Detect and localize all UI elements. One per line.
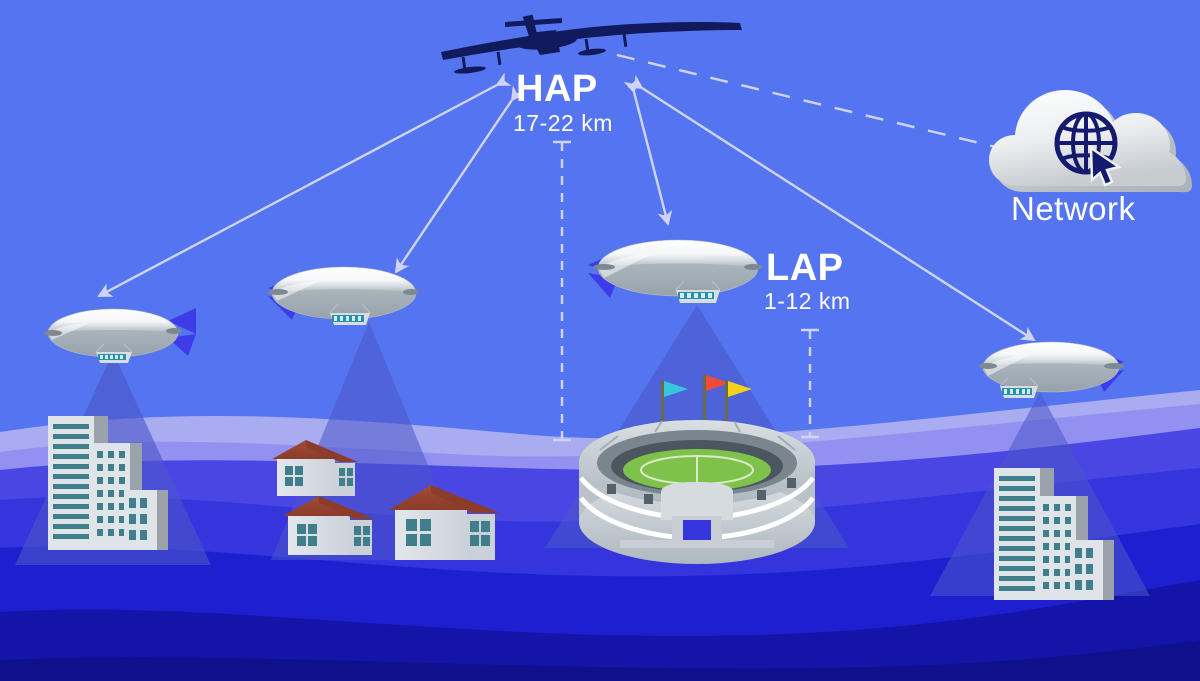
airship-gondola	[999, 377, 1039, 398]
hap-solar-plane	[441, 14, 742, 74]
house-2	[283, 496, 375, 555]
link-arrows	[97, 53, 1036, 342]
airship-fin	[168, 308, 196, 334]
stadium-flags	[661, 374, 752, 430]
flag-red	[706, 375, 730, 391]
cursor-arrow-icon	[1089, 145, 1123, 187]
band-navy	[0, 580, 1200, 681]
band-navy-deep	[0, 640, 1200, 681]
altitude-marker-hap	[553, 140, 571, 442]
flag-cyan	[664, 381, 688, 397]
house-1	[272, 440, 358, 496]
city-left	[48, 416, 168, 550]
lap-airship-2	[268, 266, 419, 325]
lap-airship-4	[979, 341, 1124, 398]
airship-gondola	[329, 303, 371, 325]
link-hap-lap4	[627, 74, 1036, 342]
lap-airship-3	[588, 239, 762, 303]
globe-cursor-icon	[1054, 111, 1123, 187]
lap-airship-1	[44, 308, 196, 363]
airship-gondola	[95, 343, 133, 363]
airship-gondola	[675, 280, 721, 303]
suburb-houses	[272, 440, 500, 560]
link-hap-lap2	[394, 85, 526, 274]
house-3	[389, 485, 500, 560]
stadium	[579, 374, 815, 564]
network-cloud[interactable]	[989, 90, 1192, 193]
link-hap-network	[616, 53, 1001, 150]
flag-yellow	[728, 381, 752, 397]
city-right	[994, 468, 1114, 600]
